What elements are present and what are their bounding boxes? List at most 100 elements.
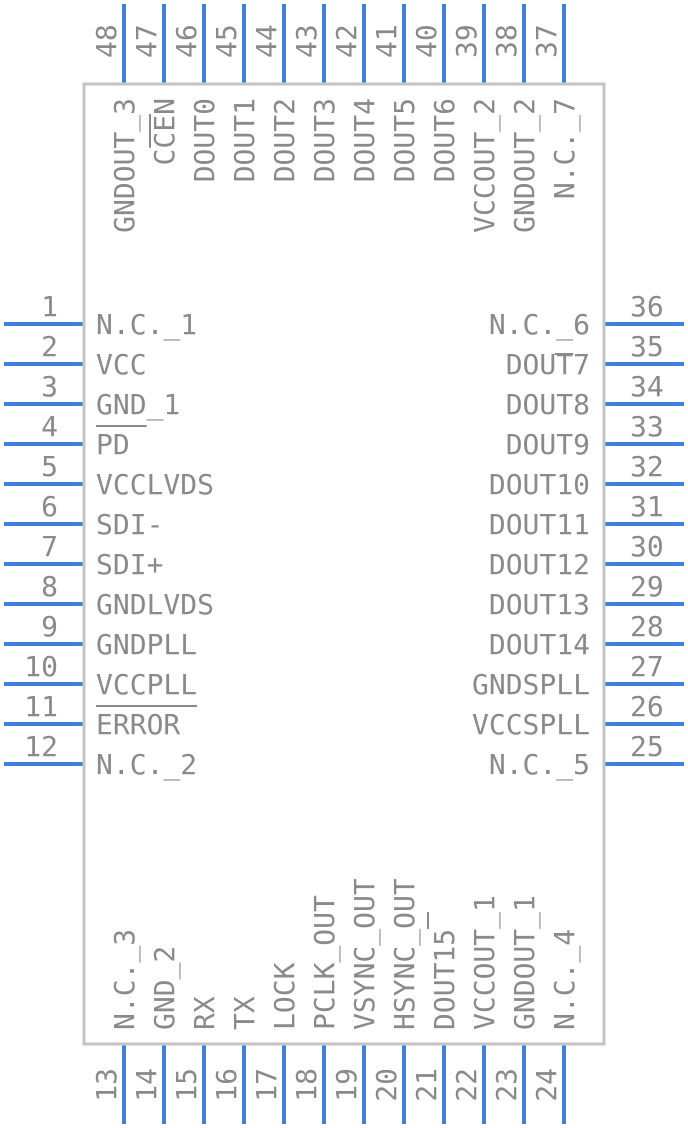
pin-label-dout11: DOUT11 xyxy=(489,508,590,541)
pin-label-dout0: DOUT0 xyxy=(188,98,221,182)
pin-label-dout10: DOUT10 xyxy=(489,468,590,501)
pin-label-pd: PD xyxy=(96,428,130,461)
pin-number: 47 xyxy=(130,24,163,58)
pin-number: 34 xyxy=(630,370,664,403)
pin-7-sdi: 7 xyxy=(4,530,84,566)
pin-label-vccout-2: VCCOUT_2 xyxy=(468,98,502,233)
pin-number: 11 xyxy=(24,690,58,723)
pin-number: 1 xyxy=(41,290,58,323)
pin-label-n-c-1: N.C._1 xyxy=(96,308,197,342)
pin-number: 7 xyxy=(41,530,58,563)
pin-number: 48 xyxy=(90,24,123,58)
pin-33-dout9: 33 xyxy=(604,410,684,446)
pin-46-dout0: 46 xyxy=(170,4,206,84)
pin-number: 44 xyxy=(250,24,283,58)
pin-number: 27 xyxy=(630,650,664,683)
pin-6-sdi: 6 xyxy=(4,490,84,526)
pin-2-vcc: 2 xyxy=(4,330,84,366)
pin-number: 32 xyxy=(630,450,664,483)
pin-number: 15 xyxy=(170,1068,203,1102)
pin-20-hsync-out: 20 xyxy=(370,1044,406,1124)
pin-number: 22 xyxy=(450,1068,483,1102)
pin-label-n-c-7: N.C._7 xyxy=(548,98,582,199)
labels-layer: N.C._1VCCGND_1PDVCCLVDSSDI-SDI+GNDLVDSGN… xyxy=(96,98,590,1030)
pin-number: 3 xyxy=(41,370,58,403)
pin-number: 9 xyxy=(41,610,58,643)
pin-number: 10 xyxy=(24,650,58,683)
pin-label-dout4: DOUT4 xyxy=(348,98,381,182)
pin-number: 39 xyxy=(450,24,483,58)
pin-25-n-c-5: 25 xyxy=(604,730,684,766)
pin-number: 37 xyxy=(530,24,563,58)
pin-36-n-c-6: 36 xyxy=(604,290,684,326)
pin-label-dout2: DOUT2 xyxy=(268,98,301,182)
pin-number: 30 xyxy=(630,530,664,563)
pin-label-gndout-1: GNDOUT_1 xyxy=(508,895,542,1030)
pin-29-dout13: 29 xyxy=(604,570,684,606)
pin-number: 38 xyxy=(490,24,523,58)
pin-label-dout1: DOUT1 xyxy=(228,98,261,182)
pin-number: 46 xyxy=(170,24,203,58)
pin-number: 36 xyxy=(630,290,664,323)
pin-label-dout15: DOUT15 xyxy=(428,929,461,1030)
pin-number: 12 xyxy=(24,730,58,763)
pin-label-n-c-6: N.C._6 xyxy=(489,308,590,342)
pin-label-sdi: SDI- xyxy=(96,508,163,541)
pin-44-dout2: 44 xyxy=(250,4,286,84)
pin-number: 45 xyxy=(210,24,243,58)
pin-label-dout3: DOUT3 xyxy=(308,98,341,182)
pin-40-dout6: 40 xyxy=(410,4,446,84)
pin-label-vccspll: VCCSPLL xyxy=(472,708,590,741)
pin-label-dout9: DOUT9 xyxy=(506,428,590,461)
pin-43-dout3: 43 xyxy=(290,4,326,84)
pin-label-dout13: DOUT13 xyxy=(489,588,590,621)
pin-label-gnd-1: GND_1 xyxy=(96,388,180,422)
pin-label-gndpll: GNDPLL xyxy=(96,628,197,661)
pin-5-vcclvds: 5 xyxy=(4,450,84,486)
pin-28-dout14: 28 xyxy=(604,610,684,646)
pin-label-tx: TX xyxy=(228,996,261,1030)
pin-label-gnd-2: GND_2 xyxy=(148,946,182,1030)
pin-number: 33 xyxy=(630,410,664,443)
pin-10-vccpll: 10 xyxy=(4,650,84,686)
pin-14-gnd-2: 14 xyxy=(130,1044,166,1124)
pin-number: 29 xyxy=(630,570,664,603)
pin-42-dout4: 42 xyxy=(330,4,366,84)
pin-number: 18 xyxy=(290,1068,323,1102)
pin-label-ccen: CCEN xyxy=(148,98,181,165)
pin-label-gndout-2: GNDOUT_2 xyxy=(508,98,542,233)
chip-body xyxy=(82,82,606,1046)
pin-label-n-c-5: N.C._5 xyxy=(489,748,590,782)
pin-32-dout10: 32 xyxy=(604,450,684,486)
pin-label-vccpll: VCCPLL xyxy=(96,668,197,701)
pin-27-gndspll: 27 xyxy=(604,650,684,686)
pin-number: 6 xyxy=(41,490,58,523)
pin-30-dout12: 30 xyxy=(604,530,684,566)
pin-label-dout6: DOUT6 xyxy=(428,98,461,182)
pin-21-dout15: 21 xyxy=(410,1044,446,1124)
pin-number: 2 xyxy=(41,330,58,363)
pin-3-gnd-1: 3 xyxy=(4,370,84,406)
pin-label-dout8: DOUT8 xyxy=(506,388,590,421)
pin-26-vccspll: 26 xyxy=(604,690,684,726)
pin-24-n-c-4: 24 xyxy=(530,1044,566,1124)
pin-number: 8 xyxy=(41,570,58,603)
pin-label-error: ERROR xyxy=(96,708,180,741)
pin-12-n-c-2: 12 xyxy=(4,730,84,766)
pin-1-n-c-1: 1 xyxy=(4,290,84,326)
pin-label-n-c-2: N.C._2 xyxy=(96,748,197,782)
pin-label-n-c-4: N.C._4 xyxy=(548,929,582,1030)
pin-number: 24 xyxy=(530,1068,563,1102)
pin-35-dout7: 35 xyxy=(604,330,684,366)
pin-number: 17 xyxy=(250,1068,283,1102)
pin-label-dout7: DOUT7 xyxy=(506,348,590,381)
pin-label-sdi: SDI+ xyxy=(96,548,163,581)
pin-15-rx: 15 xyxy=(170,1044,206,1124)
pin-label-n-c-3: N.C._3 xyxy=(108,929,142,1030)
pin-label-gndspll: GNDSPLL xyxy=(472,668,590,701)
pin-number: 40 xyxy=(410,24,443,58)
pin-number: 42 xyxy=(330,24,363,58)
pin-4-pd: 4 xyxy=(4,410,84,446)
pin-number: 21 xyxy=(410,1068,443,1102)
